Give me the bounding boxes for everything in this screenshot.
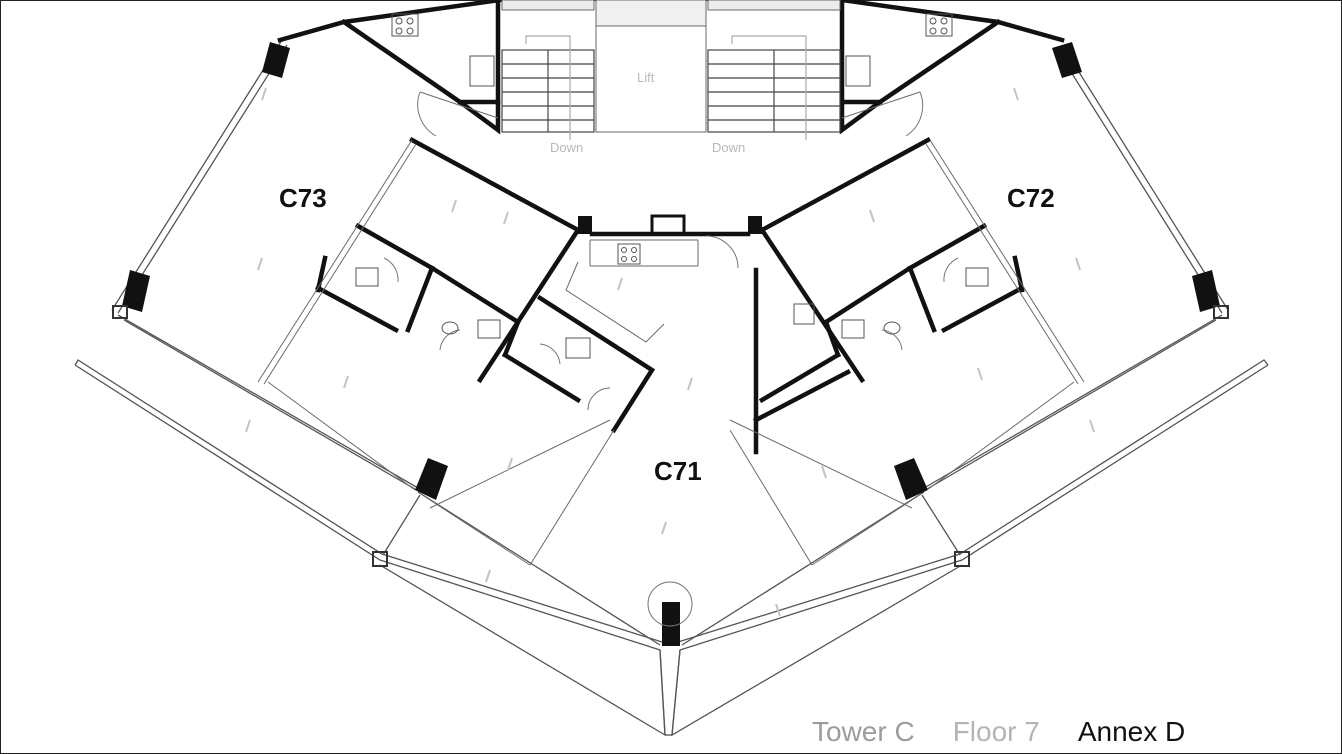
caption-tower: Tower C bbox=[812, 716, 915, 747]
fixtures bbox=[355, 13, 989, 359]
stair-down-label-left: Down bbox=[550, 140, 583, 155]
stair-right bbox=[707, 35, 841, 140]
thin-lines bbox=[257, 0, 1085, 566]
drawing-caption: Tower C Floor 7 Annex D bbox=[812, 716, 1185, 752]
unit-label-c73: C73 bbox=[279, 183, 327, 213]
room-annotation-marks bbox=[245, 87, 1095, 617]
unit-label-c71: C71 bbox=[654, 456, 702, 486]
balcony-outline bbox=[74, 39, 1269, 737]
structural-columns bbox=[112, 42, 1229, 646]
unit-label-c72: C72 bbox=[1007, 183, 1055, 213]
caption-annex: Annex D bbox=[1077, 716, 1186, 747]
caption-floor: Floor 7 bbox=[952, 716, 1040, 747]
stair-left bbox=[501, 35, 595, 140]
lift-label: Lift bbox=[637, 70, 655, 85]
walls bbox=[277, 0, 1065, 455]
stair-down-label-right: Down bbox=[712, 140, 745, 155]
